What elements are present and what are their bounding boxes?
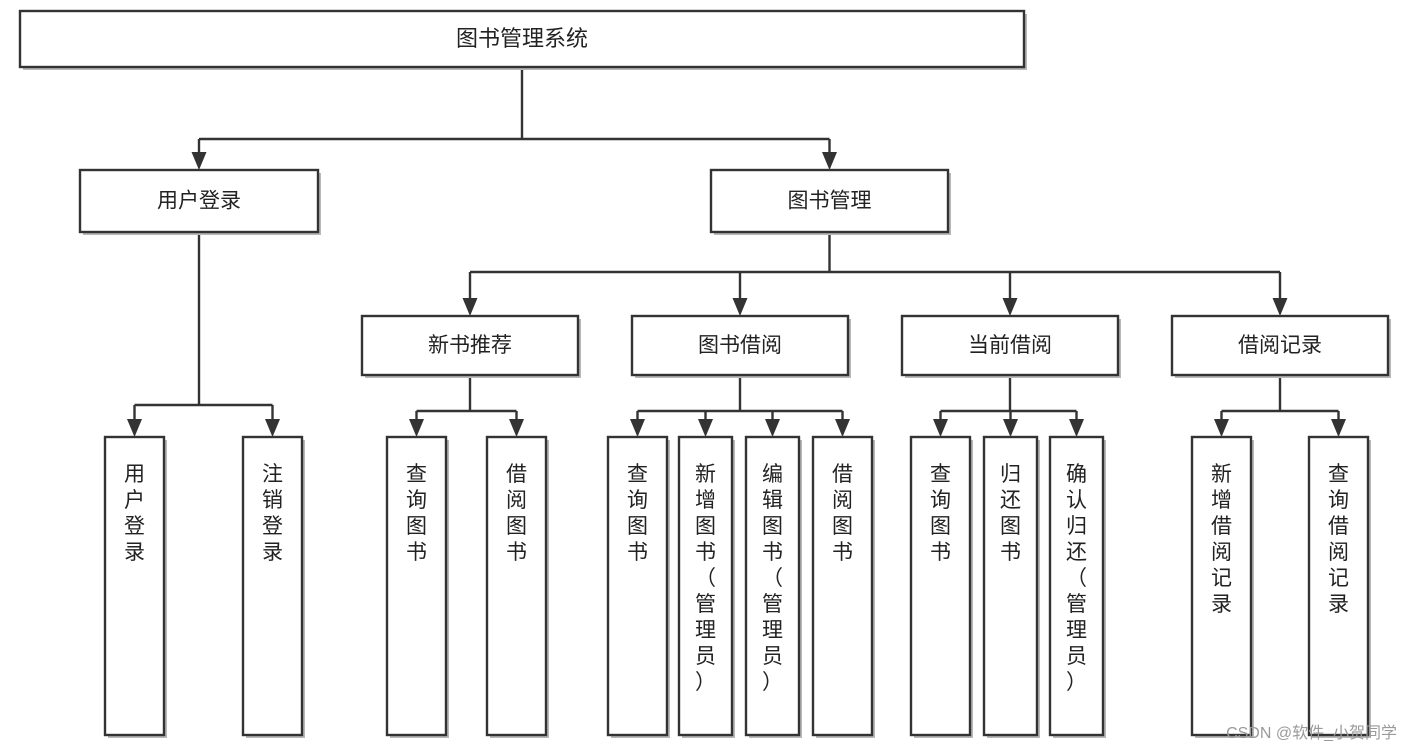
node-leaf-edit-book-rect[interactable]	[744, 435, 801, 737]
arrow-head	[698, 419, 713, 437]
node-borrow-record-rect[interactable]	[1170, 314, 1390, 377]
arrow-head	[933, 419, 948, 437]
node-leaf-user-login-rect[interactable]	[103, 435, 166, 737]
node-leaf-query-book-1[interactable]: 查询图书	[385, 435, 449, 738]
node-layer: 图书管理系统用户登录图书管理新书推荐图书借阅当前借阅借阅记录用户登录注销登录查询…	[18, 9, 1391, 738]
node-leaf-add-record-rect[interactable]	[1190, 435, 1253, 737]
arrow-head	[1069, 419, 1084, 437]
node-leaf-add-book[interactable]: 新增图书（管理员）	[677, 435, 735, 738]
node-leaf-query-book-1-rect[interactable]	[385, 435, 448, 737]
arrow-head	[1331, 419, 1346, 437]
node-leaf-confirm-return[interactable]: 确认归还（管理员）	[1048, 435, 1106, 738]
arrow-head	[509, 419, 524, 437]
node-user-login[interactable]: 用户登录	[78, 168, 321, 235]
node-leaf-return-book[interactable]: 归还图书	[982, 435, 1040, 738]
node-borrow-record-label: 借阅记录	[1238, 334, 1322, 357]
arrow-head	[127, 419, 142, 437]
node-leaf-query-book-1-label: 查询图书	[406, 463, 427, 564]
node-current-borrow[interactable]: 当前借阅	[900, 314, 1121, 378]
arrow-head	[630, 419, 645, 437]
node-leaf-logout[interactable]: 注销登录	[241, 435, 305, 738]
node-leaf-query-book-3-rect[interactable]	[909, 435, 972, 737]
node-leaf-logout-label: 注销登录	[262, 463, 283, 564]
node-user-login-label: 用户登录	[157, 190, 241, 213]
node-borrow-record[interactable]: 借阅记录	[1170, 314, 1391, 378]
node-leaf-add-record-label: 新增借阅记录	[1211, 463, 1232, 616]
node-leaf-return-book-rect[interactable]	[982, 435, 1039, 737]
node-new-book-recommend-label: 新书推荐	[428, 334, 512, 357]
arrow-head	[1214, 419, 1229, 437]
node-current-borrow-label: 当前借阅	[968, 334, 1052, 357]
node-leaf-borrow-book-2[interactable]: 借阅图书	[811, 435, 875, 738]
arrow-head	[1272, 298, 1288, 316]
node-leaf-confirm-return-rect[interactable]	[1048, 435, 1105, 737]
node-leaf-query-book-2[interactable]: 查询图书	[606, 435, 670, 738]
node-leaf-edit-book-label: 编辑图书（管理员）	[762, 463, 783, 694]
node-user-login-rect[interactable]	[78, 168, 320, 234]
node-leaf-add-book-rect[interactable]	[677, 435, 734, 737]
node-leaf-borrow-book-2-rect[interactable]	[811, 435, 874, 737]
root-node[interactable]: 图书管理系统	[18, 9, 1027, 70]
node-leaf-borrow-book-1[interactable]: 借阅图书	[485, 435, 549, 738]
root-node-label: 图书管理系统	[456, 26, 588, 51]
node-book-manage[interactable]: 图书管理	[709, 168, 951, 235]
node-leaf-query-record-rect[interactable]	[1307, 435, 1370, 737]
arrow-head	[265, 419, 280, 437]
node-book-manage-label: 图书管理	[788, 190, 872, 213]
node-leaf-add-record[interactable]: 新增借阅记录	[1190, 435, 1254, 738]
node-leaf-query-book-3[interactable]: 查询图书	[909, 435, 973, 738]
arrow-head	[732, 298, 748, 316]
node-leaf-user-login[interactable]: 用户登录	[103, 435, 167, 738]
arrow-head	[765, 419, 780, 437]
connector-layer	[127, 67, 1346, 437]
node-leaf-borrow-book-1-rect[interactable]	[485, 435, 548, 737]
node-book-borrow-label: 图书借阅	[698, 334, 782, 357]
node-new-book-recommend[interactable]: 新书推荐	[360, 314, 581, 378]
node-leaf-user-login-label: 用户登录	[124, 463, 145, 564]
node-leaf-logout-rect[interactable]	[241, 435, 304, 737]
node-leaf-return-book-label: 归还图书	[1000, 463, 1021, 564]
arrow-head	[1003, 419, 1018, 437]
arrow-head	[835, 419, 850, 437]
node-book-manage-rect[interactable]	[709, 168, 950, 234]
node-leaf-query-book-2-label: 查询图书	[627, 463, 648, 564]
node-leaf-borrow-book-1-label: 借阅图书	[506, 463, 527, 564]
node-book-borrow[interactable]: 图书借阅	[630, 314, 851, 378]
arrow-head	[1002, 298, 1018, 316]
node-current-borrow-rect[interactable]	[900, 314, 1120, 377]
arrow-head	[822, 152, 837, 170]
node-leaf-query-record-label: 查询借阅记录	[1328, 463, 1349, 616]
arrow-head	[462, 298, 478, 316]
root-node-rect[interactable]	[18, 9, 1026, 69]
node-leaf-edit-book[interactable]: 编辑图书（管理员）	[744, 435, 802, 738]
arrow-head	[191, 152, 207, 170]
node-new-book-recommend-rect[interactable]	[360, 314, 580, 377]
node-leaf-query-book-3-label: 查询图书	[930, 463, 951, 564]
node-leaf-borrow-book-2-label: 借阅图书	[832, 463, 853, 564]
node-book-borrow-rect[interactable]	[630, 314, 850, 377]
node-leaf-add-book-label: 新增图书（管理员）	[695, 463, 716, 694]
node-leaf-confirm-return-label: 确认归还（管理员）	[1066, 463, 1087, 694]
node-leaf-query-record[interactable]: 查询借阅记录	[1307, 435, 1371, 738]
node-leaf-query-book-2-rect[interactable]	[606, 435, 669, 737]
arrow-head	[409, 419, 424, 437]
